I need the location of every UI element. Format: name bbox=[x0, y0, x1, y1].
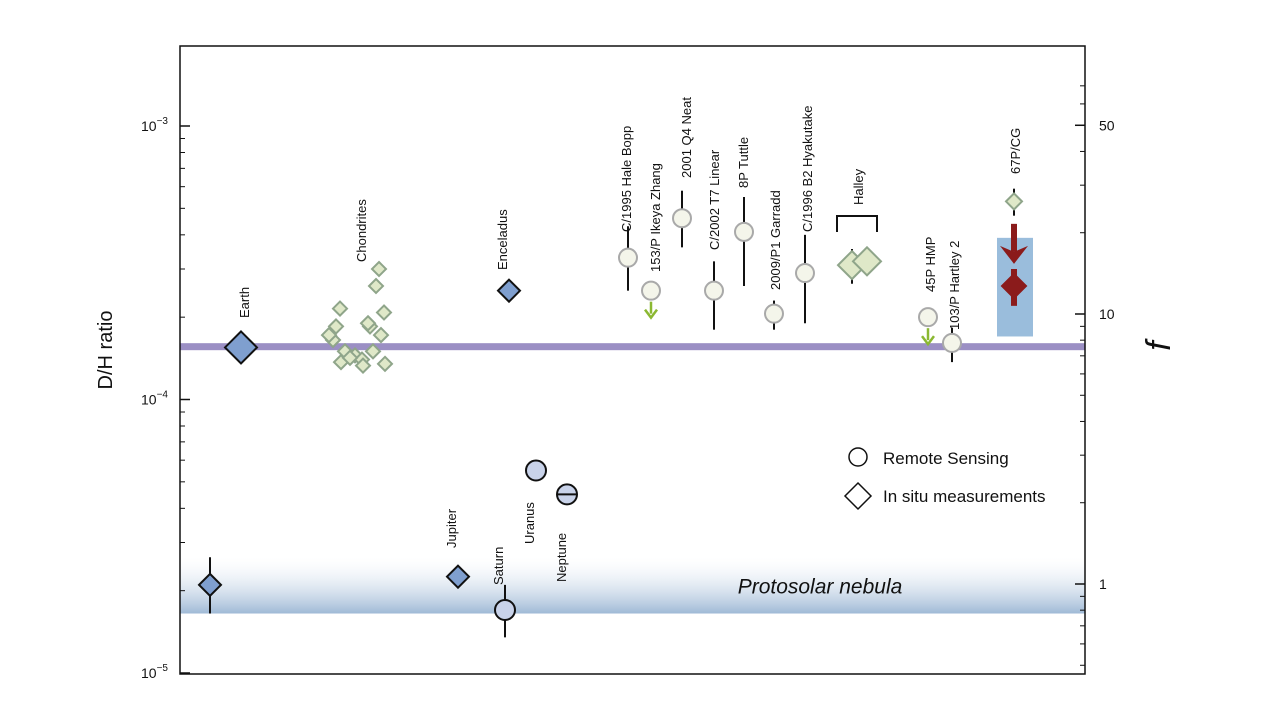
halley-label: Halley bbox=[851, 168, 866, 205]
q4-neat-point bbox=[672, 208, 692, 229]
ikeya-zhang-upper-limit-arrowhead bbox=[644, 308, 658, 320]
y-axis-label: D/H ratio bbox=[95, 311, 117, 390]
hale-bopp-label: C/1995 Hale Bopp bbox=[619, 126, 634, 232]
hartley-point bbox=[942, 332, 962, 353]
chondrite-point bbox=[359, 314, 377, 332]
chondrite-point bbox=[367, 277, 385, 295]
chondrites-label: Chondrites bbox=[354, 199, 369, 262]
saturn-point bbox=[494, 598, 516, 621]
jupiter-label: Jupiter bbox=[444, 508, 459, 548]
garradd-point bbox=[764, 303, 784, 324]
left-tick-label: 10−3 bbox=[141, 116, 168, 134]
right-tick-label: 50 bbox=[1099, 117, 1115, 133]
hartley-label: 103/P Hartley 2 bbox=[947, 241, 962, 330]
hyakutake-label: C/1996 B2 Hyakutake bbox=[800, 106, 815, 232]
chondrite-point bbox=[364, 342, 382, 360]
hmp-point bbox=[918, 307, 938, 328]
chondrite-point bbox=[370, 260, 388, 278]
enceladus-point bbox=[496, 278, 522, 304]
chondrite-point bbox=[354, 357, 372, 375]
hale-bopp-point bbox=[618, 247, 638, 268]
chondrite-point bbox=[331, 300, 349, 317]
left-tick-label: 10−5 bbox=[141, 663, 168, 681]
chondrite-point bbox=[372, 326, 390, 344]
left-axis-ticks: 10−3 10−4 10−5 bbox=[141, 116, 190, 681]
earth-point bbox=[223, 330, 259, 365]
right-axis-label: f bbox=[1140, 338, 1178, 351]
chondrite-points bbox=[320, 260, 394, 375]
earth-label: Earth bbox=[237, 287, 252, 318]
garradd-label: 2009/P1 Garradd bbox=[768, 190, 783, 290]
q4-neat-label: 2001 Q4 Neat bbox=[679, 97, 694, 178]
jupiter-point bbox=[445, 564, 471, 590]
ikeya-zhang-label: 153/P Ikeya Zhang bbox=[648, 163, 663, 272]
legend: Remote Sensing In situ measurements bbox=[843, 447, 1046, 511]
earth-dh-band bbox=[180, 343, 1085, 351]
halley-bracket bbox=[836, 215, 878, 232]
chondrite-point bbox=[341, 349, 359, 367]
plot-frame bbox=[179, 45, 1086, 675]
uranus-label: Uranus bbox=[522, 502, 537, 544]
hmp-upper-limit-arrowhead bbox=[921, 335, 935, 347]
remote-sensing-legend-label: Remote Sensing bbox=[883, 449, 1009, 468]
ikeya-zhang-point bbox=[641, 280, 661, 301]
in-situ-legend-icon bbox=[843, 481, 873, 511]
protosolar-point-point bbox=[197, 572, 223, 598]
halley-2-point bbox=[851, 245, 883, 277]
protosolar-nebula-band bbox=[180, 557, 1085, 614]
right-tick-label: 1 bbox=[1099, 576, 1107, 592]
hmp-label: 45P HMP bbox=[923, 237, 938, 292]
data-points bbox=[197, 188, 1028, 638]
neptune-label: Neptune bbox=[554, 533, 569, 582]
uranus-point bbox=[525, 459, 547, 482]
cg-main-point bbox=[1000, 272, 1028, 300]
remote-sensing-legend-icon bbox=[848, 447, 868, 467]
cg-arrow-head bbox=[1000, 245, 1028, 264]
tuttle-label: 8P Tuttle bbox=[736, 137, 751, 188]
right-axis-ticks: 50 10 1 bbox=[1075, 85, 1115, 666]
left-tick-label: 10−4 bbox=[141, 390, 168, 408]
in-situ-legend-label: In situ measurements bbox=[883, 487, 1046, 506]
hyakutake-point bbox=[795, 263, 815, 284]
t7-linear-label: C/2002 T7 Linear bbox=[707, 149, 722, 250]
enceladus-label: Enceladus bbox=[495, 209, 510, 270]
right-tick-label: 10 bbox=[1099, 306, 1115, 322]
cg-light-point bbox=[1004, 191, 1024, 211]
chondrite-point bbox=[320, 326, 338, 344]
67p-cg-arrow-icon bbox=[1000, 223, 1028, 264]
chondrite-point bbox=[327, 318, 345, 335]
chondrite-point bbox=[376, 355, 394, 373]
saturn-label: Saturn bbox=[491, 547, 506, 585]
tuttle-point bbox=[734, 221, 754, 242]
t7-linear-point bbox=[704, 280, 724, 301]
protosolar-nebula-label: Protosolar nebula bbox=[738, 575, 903, 598]
cg-light-label: 67P/CG bbox=[1008, 128, 1023, 174]
chondrite-point bbox=[375, 304, 393, 321]
